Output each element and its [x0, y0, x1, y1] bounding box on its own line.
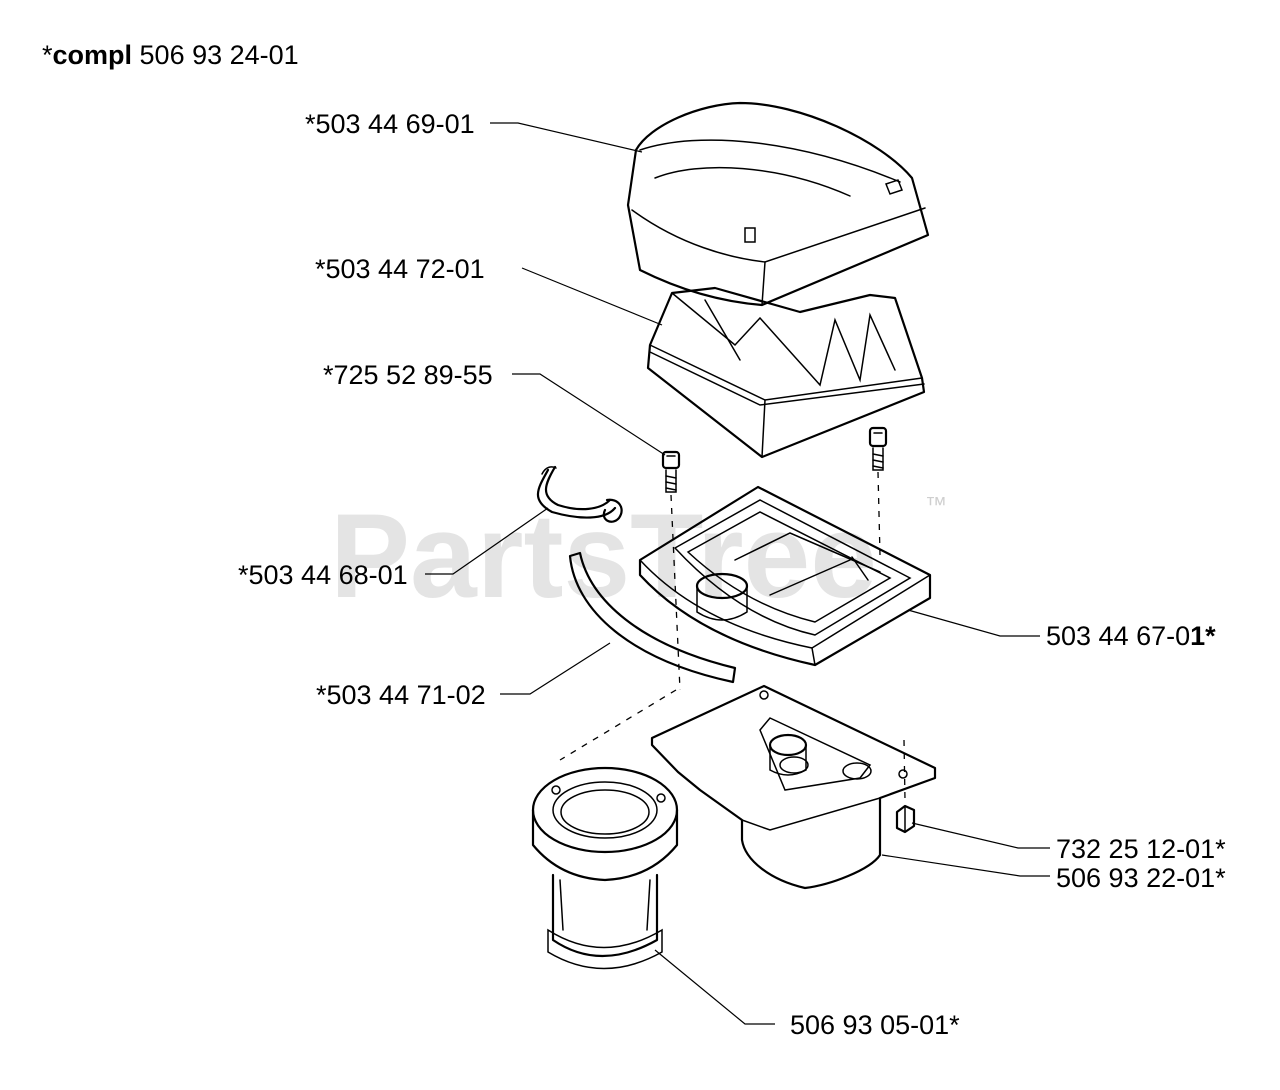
hex-nut — [895, 804, 916, 834]
watermark: PartsTree — [330, 489, 877, 623]
air-filter-element — [646, 286, 926, 459]
alignment-lines — [559, 471, 906, 801]
watermark-tm: ™ — [925, 492, 947, 517]
carburetor-bracket — [650, 684, 937, 890]
label-nut: 732 25 12-01* — [1056, 834, 1226, 864]
label-cover: *503 44 69-01 — [305, 109, 475, 139]
label-screw: *725 52 89-55 — [323, 360, 493, 390]
screw-right — [868, 426, 888, 471]
assembly-title: *compl 506 93 24-01 — [42, 40, 299, 70]
label-intake: 506 93 05-01* — [790, 1010, 960, 1040]
intake-adapter — [531, 766, 679, 970]
spring-clip — [536, 465, 623, 523]
leader-lines — [425, 122, 1050, 1025]
filter-holder — [638, 485, 932, 667]
label-bracket: 506 93 22-01* — [1056, 863, 1226, 893]
air-filter-cover — [626, 101, 930, 307]
label-filter: *503 44 72-01 — [315, 254, 485, 284]
label-gasket: *503 44 71-02 — [316, 680, 486, 710]
label-holder: 503 44 67-01* — [1046, 621, 1216, 651]
gasket-strip — [568, 551, 737, 684]
label-clip: *503 44 68-01 — [238, 560, 408, 590]
screw-left — [661, 450, 681, 493]
